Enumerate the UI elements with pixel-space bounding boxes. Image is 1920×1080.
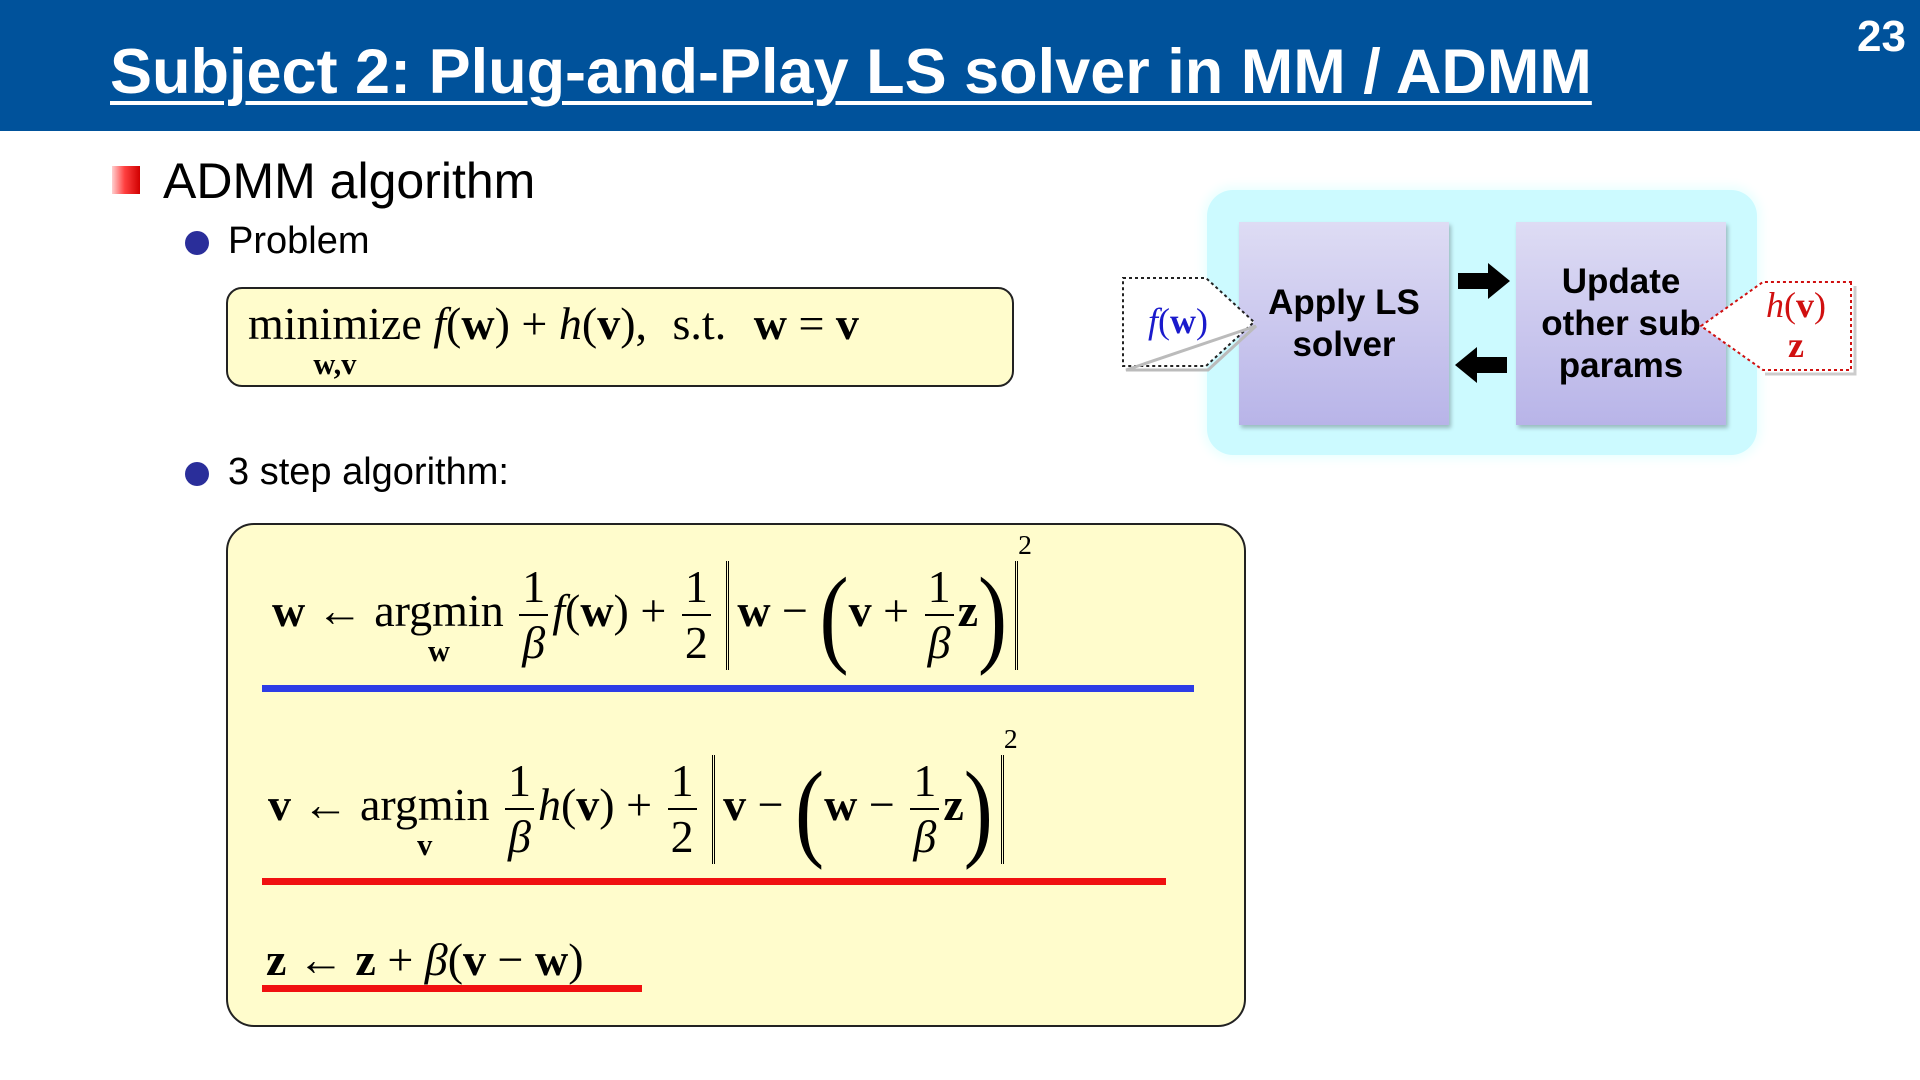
numerator: 1 [681,562,711,617]
w-symbol: w [753,298,787,349]
argmin-text: argmin [374,584,504,636]
z-symbol: z [266,934,287,985]
w-symbol: w [461,298,495,349]
title-bar: Subject 2: Plug-and-Play LS solver in MM… [0,0,1920,131]
exponent: 2 [1003,723,1018,754]
page-number: 23 [1857,12,1906,61]
v-symbol: v [835,298,859,349]
apply-ls-solver-label: Apply LS solver [1268,282,1420,364]
blue-underline [262,685,1194,692]
left-arrow-symbol: ← [297,934,344,985]
denominator: 2 [684,617,708,669]
numerator: 1 [924,562,954,617]
v-symbol: v [597,298,621,349]
f-symbol: f [433,298,447,349]
red-underline [262,878,1166,885]
w-symbol: w [824,778,858,830]
z-symbol: z [1788,324,1804,365]
f-input-callout [1122,277,1258,372]
red-underline [262,985,642,992]
such-that-text: s.t. [672,298,727,349]
numerator: 1 [667,756,697,811]
bullet-admm: ADMM algorithm [163,153,536,209]
w-symbol: w [535,934,569,985]
step-z-equation: z ← z + β(v − w) [266,934,584,985]
bullet-problem: Problem [228,220,370,262]
update-label-line2: other sub [1541,303,1701,343]
left-arrow-symbol: ← [316,584,363,636]
argmin-text: argmin [360,778,490,830]
beta-symbol: β [424,934,448,985]
numerator: 1 [519,562,549,617]
z-symbol: z [943,778,964,830]
denominator: β [522,617,546,669]
slide-title: Subject 2: Plug-and-Play LS solver in MM… [110,37,1592,107]
update-label-line1: Update [1561,261,1681,301]
v-symbol: v [723,778,747,830]
minimize-subscript: w,v [313,347,357,381]
argmin-subscript: w [428,633,450,668]
f-symbol: f [552,584,565,636]
right-arrow-icon [1458,263,1510,299]
square-bullet-icon [112,166,140,194]
update-label-line3: params [1558,345,1684,385]
h-symbol: h [537,778,561,830]
v-symbol: v [463,934,487,985]
argmin-subscript: v [417,827,433,862]
round-bullet-icon [185,462,209,486]
h-symbol: h [1766,285,1784,325]
denominator: β [927,617,951,669]
z-symbol: z [957,584,978,636]
numerator: 1 [910,756,940,811]
round-bullet-icon [185,231,209,255]
w-symbol: w [737,584,771,636]
z-symbol: z [355,934,376,985]
left-arrow-icon [1455,347,1507,383]
numerator: 1 [504,756,534,811]
v-symbol: v [268,778,291,830]
denominator: β [508,811,531,863]
update-sub-params-block: Update other sub params [1516,222,1726,425]
f-input-label: f(w) [1148,301,1209,341]
denominator: 2 [670,811,694,863]
h-symbol: h [558,298,582,349]
minimize-text: minimize [248,298,422,349]
h-input-callout [1699,281,1857,376]
apply-ls-solver-block: Apply LS solver [1239,222,1449,425]
left-arrow-symbol: ← [302,778,349,830]
w-symbol: w [580,584,614,636]
v-symbol: v [576,778,600,830]
w-symbol: w [272,584,306,636]
denominator: β [913,811,937,863]
bullet-steps: 3 step algorithm: [228,451,509,493]
w-symbol: w [1170,301,1197,341]
h-input-label: h(v) z [1766,285,1826,365]
v-symbol: v [1796,285,1814,325]
exponent: 2 [1018,529,1032,560]
f-symbol: f [1148,301,1159,341]
v-symbol: v [848,584,872,636]
